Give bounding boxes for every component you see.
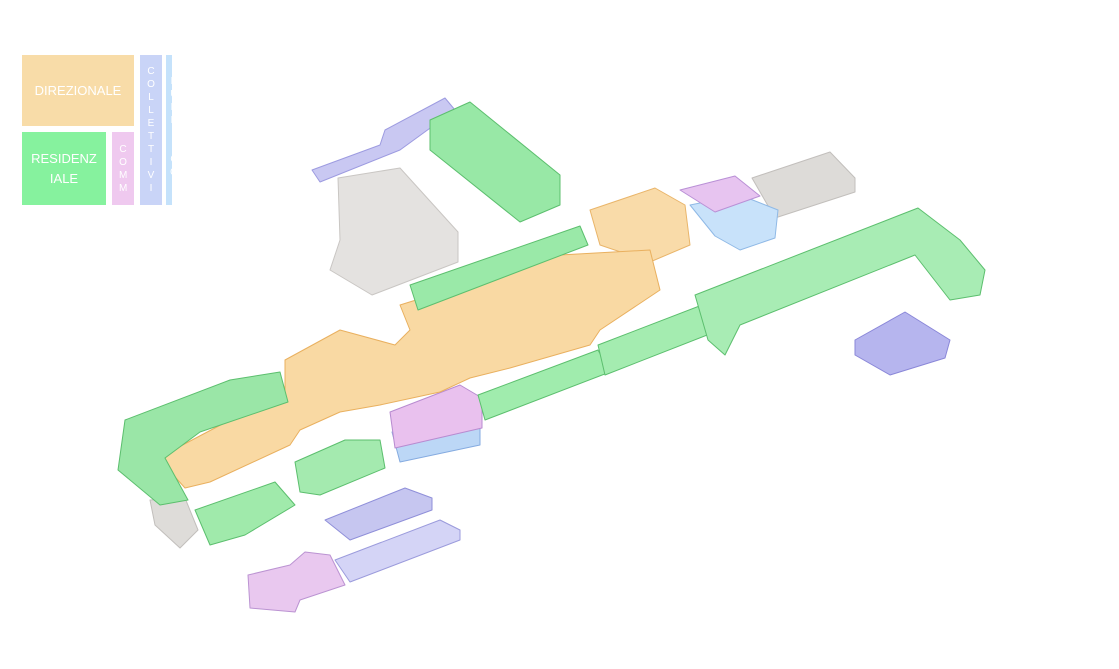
building-direzionale	[589, 187, 691, 263]
legend-label: PUBBLICO	[170, 75, 172, 179]
legend-direzionale: DIREZIONALE	[22, 55, 134, 126]
legend-collettivi: COLLETTIVI	[140, 55, 162, 205]
legend-comm: COMM	[112, 132, 134, 205]
building-grey	[329, 167, 459, 296]
building-comm	[389, 384, 483, 449]
legend-label: COLLETTIVI	[147, 66, 155, 194]
building-residenziale	[117, 371, 289, 506]
building-residenziale	[294, 439, 386, 496]
building-residenziale	[429, 101, 561, 223]
building-direzionale	[157, 249, 661, 489]
building-collettivi	[334, 519, 461, 583]
building-collettivi	[324, 487, 433, 541]
building-residenziale	[194, 481, 296, 546]
legend-label: DIREZIONALE	[34, 82, 122, 98]
legend-label: COMM	[119, 143, 128, 194]
building-residenziale	[694, 207, 986, 356]
building-comm	[247, 551, 346, 613]
building-residenziale	[409, 225, 589, 311]
building-collettivi	[311, 97, 456, 183]
building-collettivi	[854, 311, 951, 376]
legend-residenziale: RESIDENZ IALE	[22, 132, 106, 205]
building-comm	[679, 175, 761, 213]
legend-pubblico: PUBBLICO	[166, 55, 172, 205]
building-grey	[149, 497, 199, 549]
legend-label: RESIDENZ IALE	[31, 150, 97, 186]
